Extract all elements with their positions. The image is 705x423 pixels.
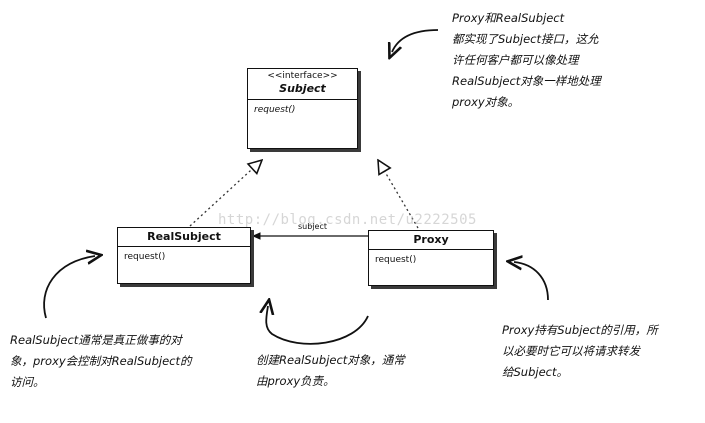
realsubject-header: RealSubject	[118, 228, 250, 247]
middle-note-arrow	[266, 306, 369, 345]
left-note-arrow	[43, 256, 95, 319]
subject-header: <<interface>> Subject	[248, 69, 357, 100]
right-note-arrow	[514, 262, 549, 301]
top-note-arrow	[392, 29, 439, 52]
association-label: subject	[298, 222, 327, 231]
watermark: http://blog.csdn.net/u2222505	[218, 212, 477, 228]
annotation-left: RealSubject通常是真正做事的对 象，proxy会控制对RealSubj…	[10, 333, 192, 389]
proxy-method: request()	[375, 255, 417, 265]
proxy-header: Proxy	[369, 231, 493, 250]
proxy-realization-line	[378, 160, 419, 229]
proxy-class-box: Proxy request()	[368, 230, 494, 286]
realsubject-name: RealSubject	[147, 230, 221, 243]
realsubject-class-box: RealSubject request()	[117, 227, 251, 284]
subject-stereotype: <<interface>>	[267, 71, 338, 81]
annotation-middle: 创建RealSubject对象，通常 由proxy负责。	[256, 353, 405, 388]
annotation-right: Proxy持有Subject的引用，所 以必要时它可以将请求转发 给Subjec…	[502, 323, 658, 379]
proxy-name: Proxy	[413, 233, 449, 246]
realsubject-realization-line	[189, 160, 262, 227]
annotation-top-right: Proxy和RealSubject 都实现了Subject接口，这允 许任何客户…	[452, 11, 601, 109]
subject-interface-box: <<interface>> Subject request()	[247, 68, 358, 149]
subject-method: request()	[254, 105, 296, 115]
subject-name: Subject	[279, 82, 326, 95]
realsubject-method: request()	[124, 252, 166, 262]
